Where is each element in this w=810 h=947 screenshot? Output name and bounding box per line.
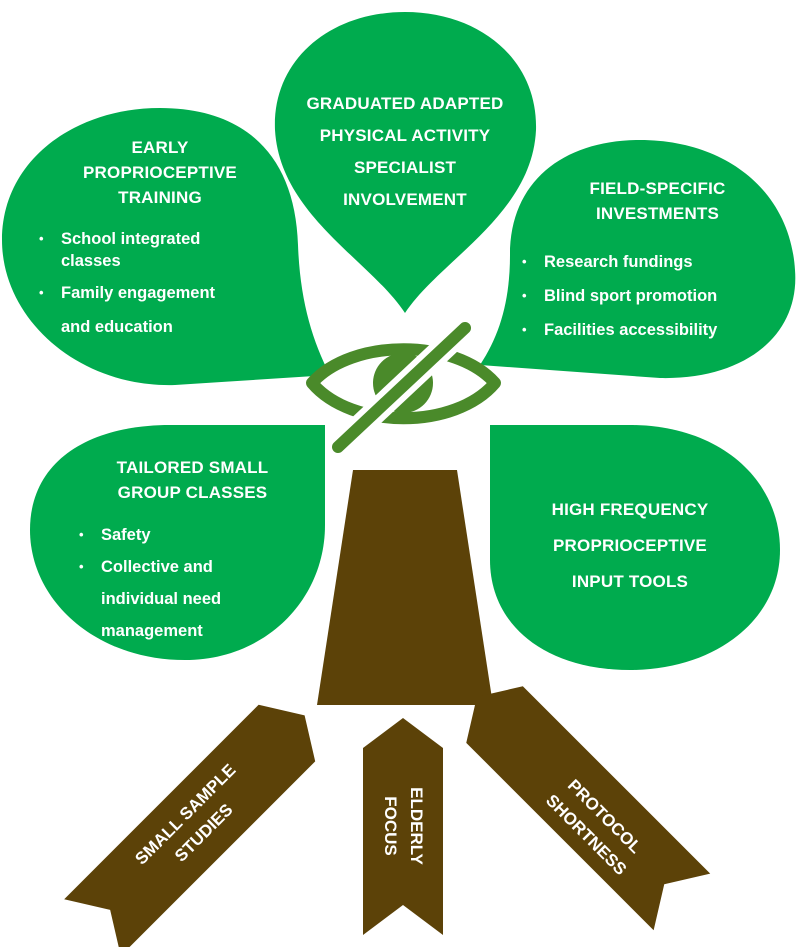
list-item-line: and education xyxy=(61,318,173,336)
root-middle-arrow xyxy=(363,718,443,935)
upper-right-bullets: • Research fundings • Blind sport promot… xyxy=(520,245,785,347)
lower-right-petal-text: HIGH FREQUENCY PROPRIOCEPTIVE INPUT TOOL… xyxy=(490,492,770,600)
heading-line: EARLY xyxy=(131,138,189,157)
list-item-text: Blind sport promotion xyxy=(544,287,718,305)
list-item: • Facilities accessibility xyxy=(520,313,785,347)
top-petal-line: INVOLVEMENT xyxy=(343,190,467,209)
list-item: • School integrated classes xyxy=(37,228,297,272)
root-label-line: ELDERLY xyxy=(407,787,426,865)
list-item-line: management xyxy=(101,622,203,640)
list-item-text: Collective and xyxy=(101,558,213,576)
list-item-text: Safety xyxy=(101,526,151,544)
heading-line: GROUP CLASSES xyxy=(117,483,268,502)
list-item-text: Facilities accessibility xyxy=(544,321,718,339)
list-item-text: Research fundings xyxy=(544,253,693,271)
lower-right-line: INPUT TOOLS xyxy=(571,572,689,591)
upper-left-heading: EARLY PROPRIOCEPTIVE TRAINING xyxy=(30,135,290,210)
top-petal-line: PHYSICAL ACTIVITY xyxy=(319,126,491,145)
lower-right-line: PROPRIOCEPTIVE xyxy=(553,536,707,555)
petal-top xyxy=(274,12,537,313)
root-left-arrow xyxy=(64,704,316,947)
top-petal-line: GRADUATED ADAPTED xyxy=(306,94,504,113)
heading-line: FIELD-SPECIFIC xyxy=(589,179,726,198)
list-item-line: Family engagement xyxy=(61,284,216,302)
lower-right-line: HIGH FREQUENCY xyxy=(551,500,709,519)
root-middle-label: ELDERLY FOCUS xyxy=(377,756,429,896)
heading-line: INVESTMENTS xyxy=(595,204,720,223)
list-item: • Family engagement xyxy=(37,282,297,304)
bullet-dot: • xyxy=(39,231,44,246)
trunk xyxy=(317,470,493,705)
list-item: • Safety xyxy=(77,519,317,551)
bullet-dot: • xyxy=(522,254,527,269)
upper-left-bullets: • School integrated classes • Family eng… xyxy=(37,228,297,338)
root-label-line: FOCUS xyxy=(381,796,400,856)
list-item: and education xyxy=(37,316,297,338)
petal-lower-left xyxy=(30,425,325,660)
list-item: • Collective and xyxy=(77,551,317,583)
lower-left-bullets: • Safety • Collective and individual nee… xyxy=(77,519,317,647)
bullet-dot: • xyxy=(79,559,84,574)
top-petal-line: SPECIALIST xyxy=(353,158,457,177)
root-right-arrow xyxy=(466,686,711,931)
lower-left-heading: TAILORED SMALL GROUP CLASSES xyxy=(65,455,320,505)
bullet-dot: • xyxy=(79,527,84,542)
upper-right-heading: FIELD-SPECIFIC INVESTMENTS xyxy=(525,176,790,226)
crossed-out-eye-icon xyxy=(306,316,501,459)
heading-line: TAILORED SMALL xyxy=(116,458,269,477)
list-item-line: individual need xyxy=(101,590,222,608)
bullet-dot: • xyxy=(522,322,527,337)
bullet-dot: • xyxy=(522,288,527,303)
list-item: • Research fundings xyxy=(520,245,785,279)
heading-line: PROPRIOCEPTIVE xyxy=(83,163,237,182)
petal-upper-left xyxy=(2,108,330,386)
list-item-line: classes xyxy=(61,252,121,270)
list-item: • Blind sport promotion xyxy=(520,279,785,313)
heading-line: TRAINING xyxy=(118,188,202,207)
list-item-line: School integrated xyxy=(61,230,201,248)
bullet-dot: • xyxy=(39,285,44,300)
petal-upper-right xyxy=(480,140,796,379)
top-petal-text: GRADUATED ADAPTED PHYSICAL ACTIVITY SPEC… xyxy=(270,88,540,216)
list-item: individual need management xyxy=(77,583,317,647)
petal-lower-right xyxy=(490,425,780,670)
